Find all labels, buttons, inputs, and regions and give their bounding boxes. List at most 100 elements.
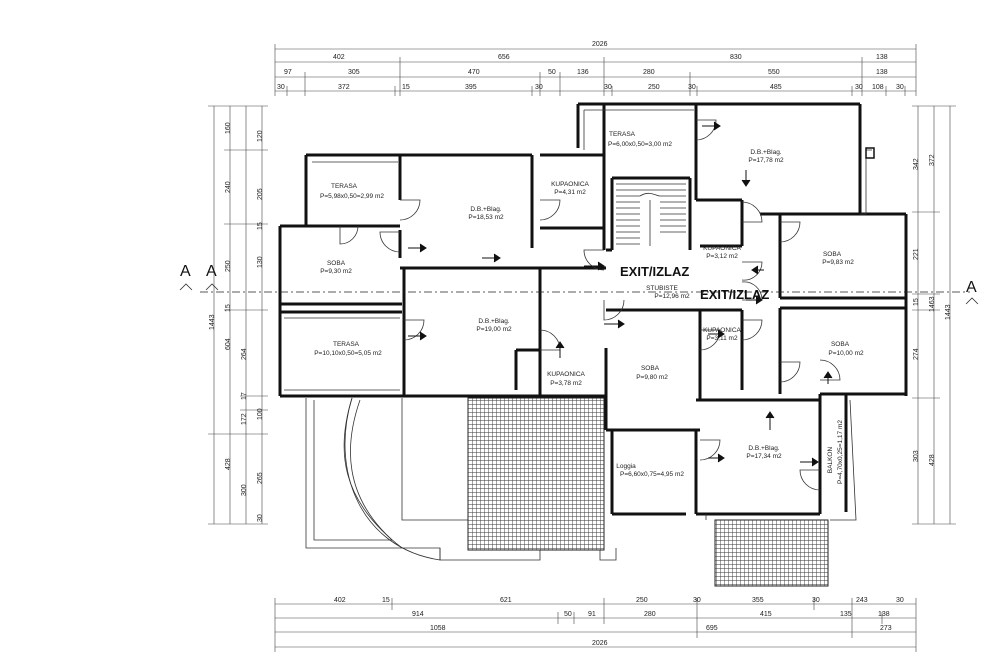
dim-top-280: 280 [643, 69, 655, 76]
dim-top-372: 372 [338, 84, 350, 91]
dim-bottom-138: 138 [878, 611, 890, 618]
section-label-right: A [966, 279, 977, 296]
dim-bottom-1058: 1058 [430, 625, 446, 632]
room-kupaonica-top-name: KUPAONICA [551, 181, 589, 188]
dim-right-1463: 1463 [929, 296, 936, 312]
outdoor-curved-terrace [305, 397, 617, 561]
dim-left2-130: 130 [257, 256, 264, 268]
dim-left-100: 100 [257, 408, 264, 420]
exit-label-1: EXIT/IZLAZ [620, 264, 689, 279]
dim-right-372: 372 [929, 154, 936, 166]
room-soba-left-name: SOBA [327, 260, 346, 267]
right-dimensions: 342 221 15 274 303 372 1443 1463 428 [912, 105, 956, 525]
dim-top-50: 50 [548, 69, 556, 76]
dim-left-172: 172 [241, 413, 248, 425]
dim-top-30d: 30 [688, 84, 696, 91]
section-label-left-1: A [180, 263, 191, 280]
dim-left2-205: 205 [257, 188, 264, 200]
tiled-paving-entry [714, 519, 829, 587]
arrows [408, 121, 833, 467]
dim-left-17: 17 [241, 392, 248, 400]
dim-right-342: 342 [913, 158, 920, 170]
room-soba-right-top-area: P=9,83 m2 [822, 259, 854, 266]
dim-left3-1443: 1443 [209, 314, 216, 330]
dim-left-264: 264 [241, 348, 248, 360]
room-kupaonica-bottom-area: P=3,78 m2 [550, 380, 582, 387]
room-db-top-right-name: D.B.+Blag. [750, 149, 781, 156]
dim-top-138: 138 [876, 54, 888, 61]
room-kupaonica-right-mid-area: P=3,11 m2 [706, 335, 738, 342]
dim-top-402: 402 [333, 54, 345, 61]
dim-left3-428: 428 [225, 458, 232, 470]
thin-lines [200, 109, 970, 521]
dim-right-274: 274 [913, 348, 920, 360]
dim-left3-604: 604 [225, 338, 232, 350]
section-label-left-2: A [206, 263, 217, 280]
dim-bottom-250: 250 [636, 597, 648, 604]
room-stubiste-name: STUBISTE [646, 285, 678, 292]
dim-right-428: 428 [929, 454, 936, 466]
room-balkon-name: BALKON [827, 447, 834, 474]
exit-label-2: EXIT/IZLAZ [700, 287, 769, 302]
dim-right-221: 221 [913, 248, 920, 260]
dim-bottom-30a: 30 [693, 597, 701, 604]
dim-bottom-50: 50 [564, 611, 572, 618]
dim-top-15: 15 [402, 84, 410, 91]
room-soba-right-top-name: SOBA [823, 251, 842, 258]
dim-top-550: 550 [768, 69, 780, 76]
room-loggia-area: P=6,60x0,75=4,95 m2 [620, 471, 684, 478]
dim-left-250: 250 [225, 260, 232, 272]
dim-left2-300: 300 [241, 484, 248, 496]
dim-bottom-30c: 30 [896, 597, 904, 604]
dim-bottom-914: 914 [412, 611, 424, 618]
top-dimensions: 2026 402 656 830 138 97 305 470 50 136 2… [274, 41, 917, 96]
room-db-top-right-area: P=17,78 m2 [748, 157, 784, 164]
room-soba-center-area: P=9,80 m2 [636, 374, 668, 381]
dim-top-total: 2026 [592, 41, 608, 48]
room-kupaonica-right-top-name: KUPAONICA [703, 245, 741, 252]
room-labels: TERASA P=6,00x0,50=3,00 m2 D.B.+Blag. P=… [314, 131, 864, 484]
walls [278, 102, 908, 516]
dim-right-303: 303 [913, 450, 920, 462]
room-soba-right-mid-name: SOBA [831, 341, 850, 348]
room-terasa-top-name: TERASA [609, 131, 636, 138]
room-db-center-name: D.B.+Blag. [478, 318, 509, 325]
dim-left-240: 240 [225, 181, 232, 193]
dim-bottom-695: 695 [706, 625, 718, 632]
chimney-icon [865, 147, 875, 159]
room-terasa-left-area: P=5,98x0,50=2,99 m2 [320, 193, 384, 200]
dim-top-470: 470 [468, 69, 480, 76]
dim-right-15: 15 [913, 298, 920, 306]
dim-top-136: 136 [577, 69, 589, 76]
room-soba-center-name: SOBA [641, 365, 660, 372]
dim-bottom-355: 355 [752, 597, 764, 604]
dim-bottom-402: 402 [334, 597, 346, 604]
dim-left2-120: 120 [257, 130, 264, 142]
section-markers: A A A [179, 263, 979, 305]
bottom-dimensions: 402 15 621 250 30 355 30 243 30 914 50 9… [274, 597, 917, 652]
room-terasa-left-name: TERASA [331, 183, 358, 190]
room-balkon-area: P=4,70x0,25=1,17 m2 [837, 420, 844, 484]
dim-top-305: 305 [348, 69, 360, 76]
room-stubiste-area: P=12,96 m2 [654, 293, 690, 300]
room-db-mid-area: P=18,53 m2 [468, 214, 504, 221]
room-terasa-bottom-left-area: P=10,10x0,50=5,05 m2 [314, 350, 382, 357]
dim-bottom-280: 280 [644, 611, 656, 618]
room-terasa-bottom-left-name: TERASA [333, 341, 360, 348]
dim-top-656: 656 [498, 54, 510, 61]
room-kupaonica-right-top-area: P=3,12 m2 [706, 253, 738, 260]
room-db-mid-name: D.B.+Blag. [470, 206, 501, 213]
dim-bottom-30b: 30 [812, 597, 820, 604]
dim-top-97: 97 [284, 69, 292, 76]
dim-bottom-273: 273 [880, 625, 892, 632]
room-soba-right-mid-area: P=10,00 m2 [828, 350, 864, 357]
dim-left-30: 30 [257, 514, 264, 522]
dim-left2-15: 15 [257, 222, 264, 230]
room-db-bottom-right-name: D.B.+Blag. [748, 445, 779, 452]
staircase [616, 183, 686, 246]
dim-top-250: 250 [648, 84, 660, 91]
dim-top-30e: 30 [855, 84, 863, 91]
room-kupaonica-top-area: P=4,31 m2 [554, 189, 586, 196]
room-kupaonica-bottom-name: KUPAONICA [547, 371, 585, 378]
